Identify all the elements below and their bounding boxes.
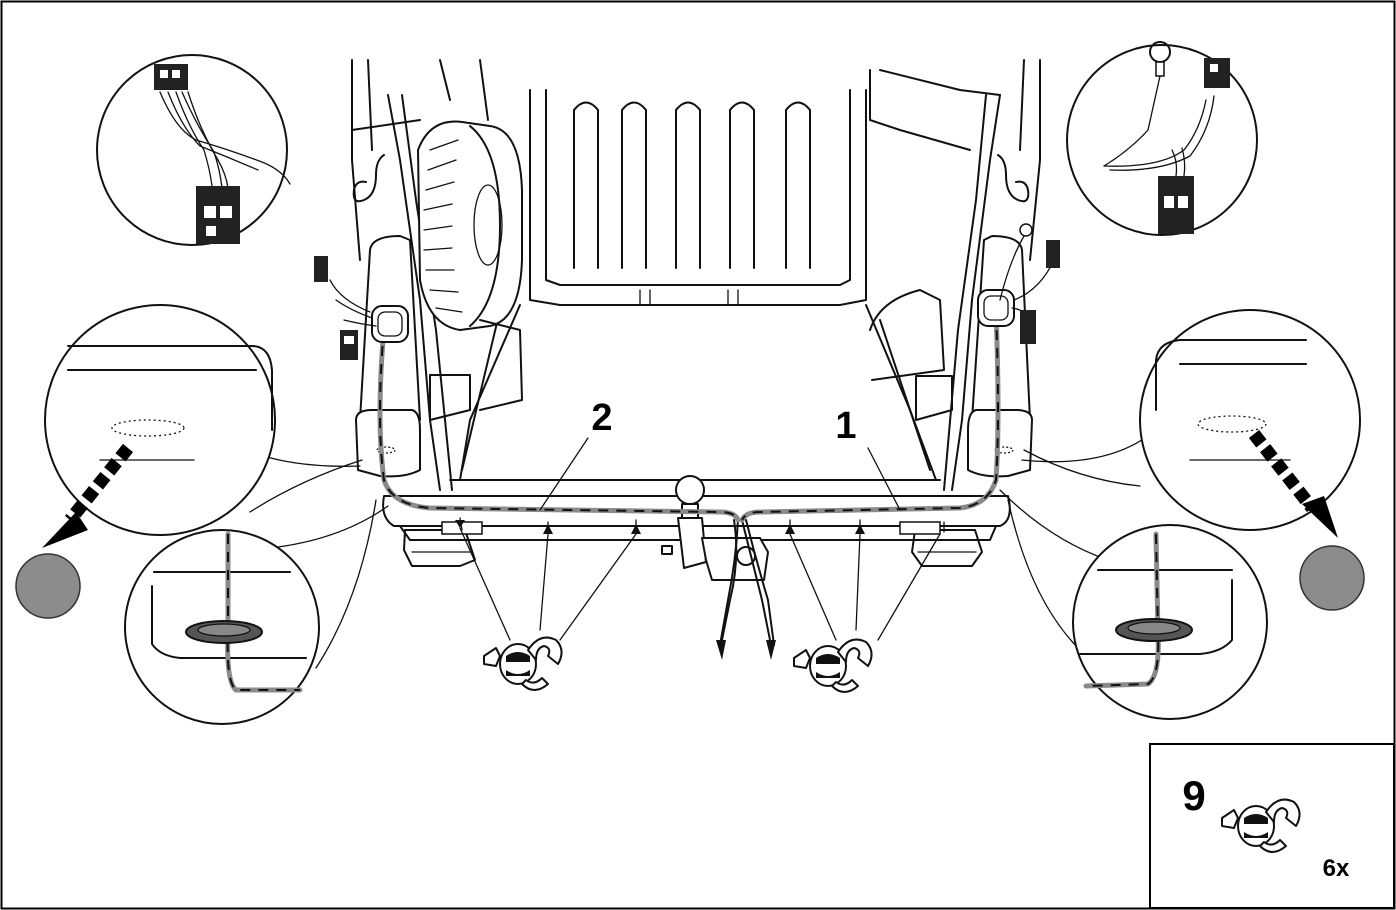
detail-right-grommet <box>999 489 1268 720</box>
spare-tire <box>417 120 523 331</box>
right-connector-on-vehicle <box>999 223 1060 344</box>
cable-harness <box>377 309 1001 523</box>
right-drill-marker <box>1299 545 1365 611</box>
detail-right-connector <box>1066 41 1258 236</box>
detail-left-grommet <box>124 499 389 725</box>
kit-number: 9 <box>1182 772 1205 819</box>
detail-left-connector <box>96 54 291 246</box>
left-drill-marker <box>15 553 81 619</box>
clip-quantity: 6x <box>1323 855 1350 882</box>
detail-right-drill-location <box>1021 309 1361 538</box>
left-tail-light <box>355 409 421 478</box>
parts-box: 9 6x <box>1149 743 1395 909</box>
left-connector-on-vehicle <box>314 256 377 360</box>
cable-clip-left <box>483 636 563 691</box>
label-item-1: 1 <box>835 405 856 447</box>
parts-box-clip-icon <box>1221 798 1301 853</box>
cable-clip-right <box>793 638 873 693</box>
vehicle-rear-view <box>351 59 1041 567</box>
label-item-2: 2 <box>591 397 612 439</box>
detail-left-drill-location <box>42 304 363 548</box>
